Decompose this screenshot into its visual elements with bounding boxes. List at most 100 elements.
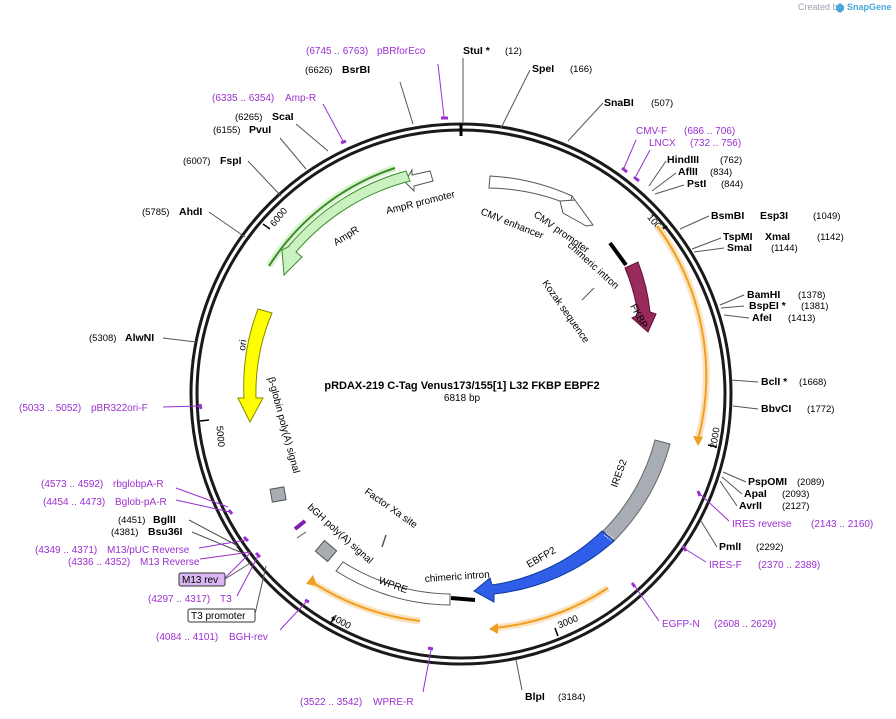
site-fspi-pos: (6007) (183, 156, 210, 167)
primer-labels: (6745 .. 6763) pBRforEco (6335 .. 6354) … (19, 46, 873, 708)
m13-rev-box[interactable] (178, 572, 226, 587)
bglobin-polya-box[interactable] (269, 486, 287, 503)
primer-pbr322orif-range: (5033 .. 5052) (19, 403, 81, 414)
primer-pbrforeco[interactable]: pBRforEco (377, 46, 426, 57)
bgh-small-feature-2 (296, 531, 307, 539)
site-afei-pos: (1413) (788, 313, 815, 324)
primer-m13puc[interactable]: M13/pUC Reverse (107, 545, 190, 556)
site-bcli[interactable]: BclI * (761, 376, 788, 388)
restriction-sites: StuI * (12) SpeI (166) SnaBI (507) HindI… (89, 45, 844, 703)
site-bglii[interactable]: BglII (153, 514, 176, 526)
primer-bglobpar-range: (4454 .. 4473) (43, 497, 105, 508)
label-ori: ori (237, 339, 249, 352)
primer-t3[interactable]: T3 (220, 594, 232, 605)
ampr-arrow[interactable] (281, 170, 411, 277)
ebfp2-arrow[interactable] (473, 530, 615, 603)
bgh-polya-box[interactable] (314, 539, 338, 563)
site-smai-pos: (1144) (771, 243, 798, 254)
venus-track-right (654, 223, 710, 446)
site-avrii[interactable]: AvrII (739, 500, 762, 512)
primer-ampr-range: (6335 .. 6354) (212, 93, 274, 104)
primer-bghrev[interactable]: BGH-rev (229, 632, 268, 643)
site-bsmbi-pos: (1049) (813, 211, 840, 222)
label-kozak: Kozak sequence (540, 278, 592, 345)
site-xmai[interactable]: XmaI (765, 231, 790, 243)
site-bbvci[interactable]: BbvCI (761, 403, 791, 415)
site-alwni[interactable]: AlwNI (125, 332, 154, 344)
site-smai[interactable]: SmaI (727, 242, 752, 254)
primer-bglobpar[interactable]: Bglob-pA-R (115, 497, 167, 508)
site-psti[interactable]: PstI (687, 178, 706, 190)
site-bamhi-pos: (1378) (798, 290, 825, 301)
label-factor-xa: Factor Xa site (362, 486, 419, 531)
site-stui[interactable]: StuI * (463, 45, 491, 57)
primer-lncx[interactable]: LNCX (649, 138, 676, 149)
site-spei-pos: (166) (570, 64, 592, 75)
chimeric-intron-bottom[interactable] (450, 596, 476, 602)
site-pmli[interactable]: PmlI (719, 541, 741, 553)
created-by-text: Created by (798, 2, 843, 12)
primer-m13reverse[interactable]: M13 Reverse (140, 557, 200, 568)
primer-egfpn-range: (2608 .. 2629) (714, 619, 776, 630)
label-chimeric-intron-bottom: chimeric intron (424, 569, 490, 585)
primer-wprer[interactable]: WPRE-R (373, 697, 414, 708)
site-hindiii[interactable]: HindIII (667, 154, 699, 166)
primer-lncx-range: (732 .. 756) (690, 138, 741, 149)
plasmid-length: 6818 bp (444, 393, 481, 404)
t3-promoter-label: T3 promoter (191, 611, 246, 622)
site-pvui[interactable]: PvuI (249, 124, 271, 136)
primer-ampr[interactable]: Amp-R (285, 93, 316, 104)
site-fspi[interactable]: FspI (220, 155, 242, 167)
site-snabi[interactable]: SnaBI (604, 97, 634, 109)
site-blpi[interactable]: BlpI (525, 691, 545, 703)
site-aflii-pos: (834) (710, 167, 732, 178)
site-hindiii-pos: (762) (720, 155, 742, 166)
primer-m13puc-range: (4349 .. 4371) (35, 545, 97, 556)
primer-ires-reverse[interactable]: IRES reverse (732, 519, 792, 530)
site-scai[interactable]: ScaI (272, 111, 294, 123)
primer-pbr322orif[interactable]: pBR322ori-F (91, 403, 148, 414)
site-spei[interactable]: SpeI (532, 63, 554, 75)
fkbp-arrow[interactable] (624, 261, 657, 333)
cmv-promoter-arrow[interactable] (559, 195, 594, 227)
site-bspei[interactable]: BspEI * (749, 300, 787, 312)
label-bgh: bGH poly(A) signal (305, 502, 375, 566)
t3-promoter-box[interactable] (187, 608, 256, 623)
site-tspmi[interactable]: TspMI (723, 231, 753, 243)
site-ahdi[interactable]: AhdI (179, 206, 202, 218)
site-apai-pos: (2093) (782, 489, 809, 500)
snapgene-brand: SnapGene (847, 2, 892, 12)
site-bglii-pos: (4451) (118, 515, 145, 526)
site-apai[interactable]: ApaI (744, 488, 767, 500)
m13-rev-label: M13 rev (182, 575, 218, 586)
venus-track-left (306, 575, 421, 625)
site-bsrbi[interactable]: BsrBI (342, 64, 370, 76)
site-pspomi[interactable]: PspOMI (748, 476, 787, 488)
wpre-arrow[interactable] (335, 561, 451, 606)
primer-egfpn[interactable]: EGFP-N (662, 619, 700, 630)
primer-iresf-range: (2370 .. 2389) (758, 560, 820, 571)
chimeric-intron-top[interactable] (608, 241, 628, 267)
primer-ires-reverse-range: (2143 .. 2160) (811, 519, 873, 530)
site-esp3i[interactable]: Esp3I (760, 210, 788, 222)
site-tspmi-pos: (1142) (817, 232, 844, 243)
site-bcli-pos: (1668) (799, 377, 826, 388)
site-bsmbi[interactable]: BsmBI (711, 210, 744, 222)
site-aflii[interactable]: AflII (678, 166, 698, 178)
ampr-promoter-arrow[interactable] (404, 168, 434, 193)
ori-arrow[interactable] (237, 308, 273, 424)
ampr-track (266, 164, 397, 268)
site-snabi-pos: (507) (651, 98, 673, 109)
site-afei[interactable]: AfeI (752, 312, 772, 324)
site-bsu36i[interactable]: Bsu36I (148, 526, 183, 538)
primer-cmvf-range: (686 .. 706) (684, 126, 735, 137)
leader-lines (162, 58, 759, 693)
primer-cmvf[interactable]: CMV-F (636, 126, 667, 137)
ires2-arrow[interactable] (602, 439, 671, 542)
site-bspei-pos: (1381) (801, 301, 828, 312)
m13-rev-leader (224, 561, 253, 580)
site-bamhi[interactable]: BamHI (747, 289, 780, 301)
primer-rbglobpar[interactable]: rbglobpA-R (113, 479, 164, 490)
primer-t3-range: (4297 .. 4317) (148, 594, 210, 605)
primer-iresf[interactable]: IRES-F (709, 560, 742, 571)
